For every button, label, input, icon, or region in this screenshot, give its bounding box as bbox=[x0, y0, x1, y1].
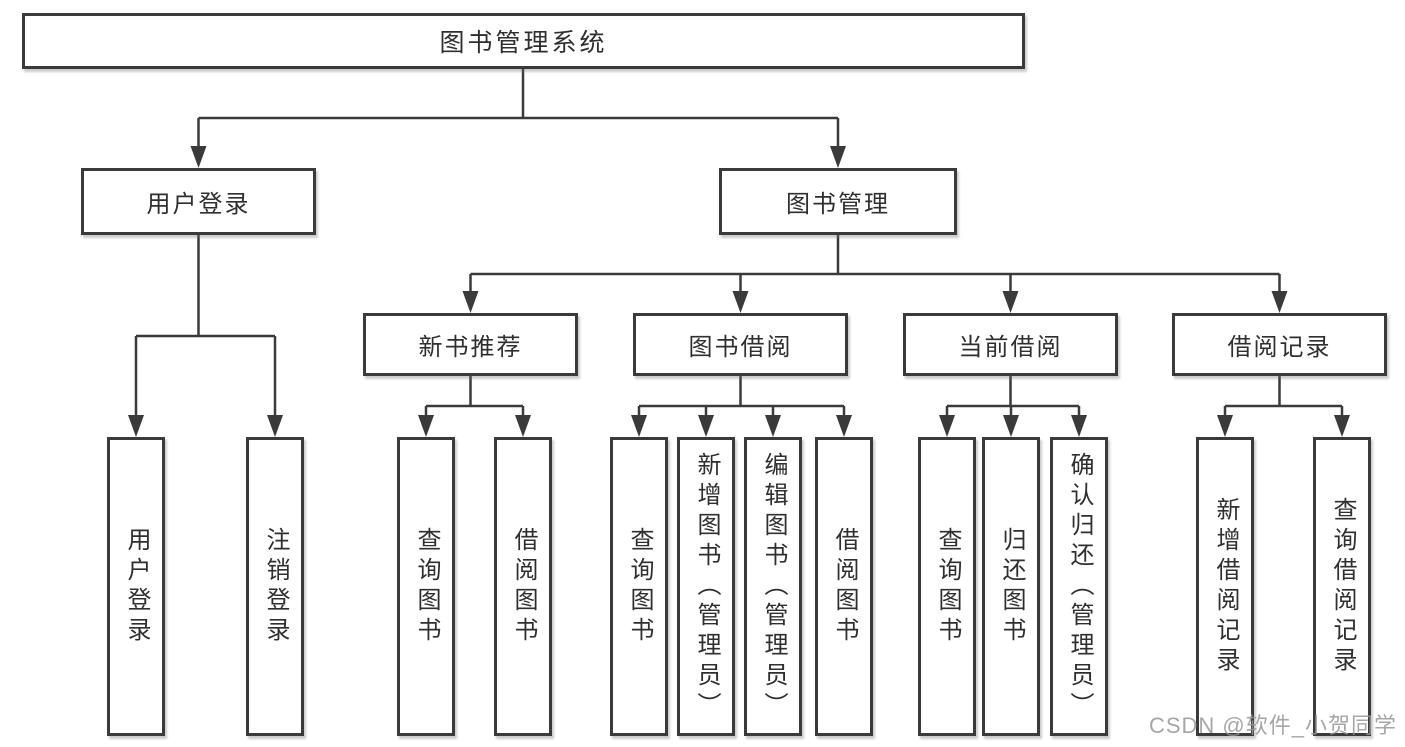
node-label: 编辑图书（管理员） bbox=[760, 451, 787, 722]
leaf-query-books-current: 查询图书 bbox=[918, 437, 976, 736]
leaf-query-books-borrow: 查询图书 bbox=[610, 437, 668, 736]
node-book-management: 图书管理 bbox=[719, 168, 957, 235]
node-label: 当前借阅 bbox=[958, 334, 1063, 361]
node-label: 图书管理 bbox=[786, 191, 890, 218]
node-book-borrowing: 图书借阅 bbox=[633, 313, 848, 376]
leaf-query-books-recommend: 查询图书 bbox=[397, 437, 455, 736]
leaf-user-login: 用户登录 bbox=[107, 437, 165, 736]
node-current-borrowing: 当前借阅 bbox=[903, 313, 1118, 376]
arrowheads bbox=[128, 146, 1350, 437]
node-library-management-system: 图书管理系统 bbox=[22, 13, 1025, 69]
node-label: 图书管理系统 bbox=[439, 29, 608, 57]
leaf-borrow-books-recommend: 借阅图书 bbox=[494, 437, 552, 736]
node-label: 借阅记录 bbox=[1227, 334, 1332, 361]
leaf-return-book: 归还图书 bbox=[982, 437, 1040, 736]
node-label: 查询图书 bbox=[934, 526, 961, 647]
leaf-query-borrow-record: 查询借阅记录 bbox=[1313, 437, 1371, 736]
node-label: 用户登录 bbox=[123, 526, 150, 647]
node-label: 新增图书（管理员） bbox=[693, 451, 720, 722]
leaf-edit-book-admin: 编辑图书（管理员） bbox=[744, 437, 802, 736]
node-label: 查询图书 bbox=[413, 526, 440, 647]
node-label: 归还图书 bbox=[998, 526, 1025, 647]
node-user-login: 用户登录 bbox=[81, 168, 316, 235]
node-label: 用户登录 bbox=[146, 191, 251, 218]
node-new-book-recommendation: 新书推荐 bbox=[363, 313, 578, 376]
node-label: 新书推荐 bbox=[418, 334, 523, 361]
leaf-borrow-books: 借阅图书 bbox=[815, 437, 873, 736]
node-label: 新增借阅记录 bbox=[1212, 496, 1239, 677]
node-label: 注销登录 bbox=[262, 526, 289, 647]
watermark: CSDN @软件_小贺同学 bbox=[1148, 713, 1397, 738]
node-label: 图书借阅 bbox=[688, 334, 793, 361]
node-label: 借阅图书 bbox=[831, 526, 858, 647]
node-label: 查询借阅记录 bbox=[1329, 496, 1356, 677]
leaf-confirm-return-admin: 确认归还（管理员） bbox=[1050, 437, 1108, 736]
leaf-add-book-admin: 新增图书（管理员） bbox=[677, 437, 735, 736]
leaf-logout: 注销登录 bbox=[246, 437, 304, 736]
leaf-add-borrow-record: 新增借阅记录 bbox=[1196, 437, 1254, 736]
node-borrowing-records: 借阅记录 bbox=[1172, 313, 1387, 376]
node-label: 确认归还（管理员） bbox=[1066, 451, 1093, 722]
node-label: 查询图书 bbox=[626, 526, 653, 647]
node-label: 借阅图书 bbox=[510, 526, 537, 647]
